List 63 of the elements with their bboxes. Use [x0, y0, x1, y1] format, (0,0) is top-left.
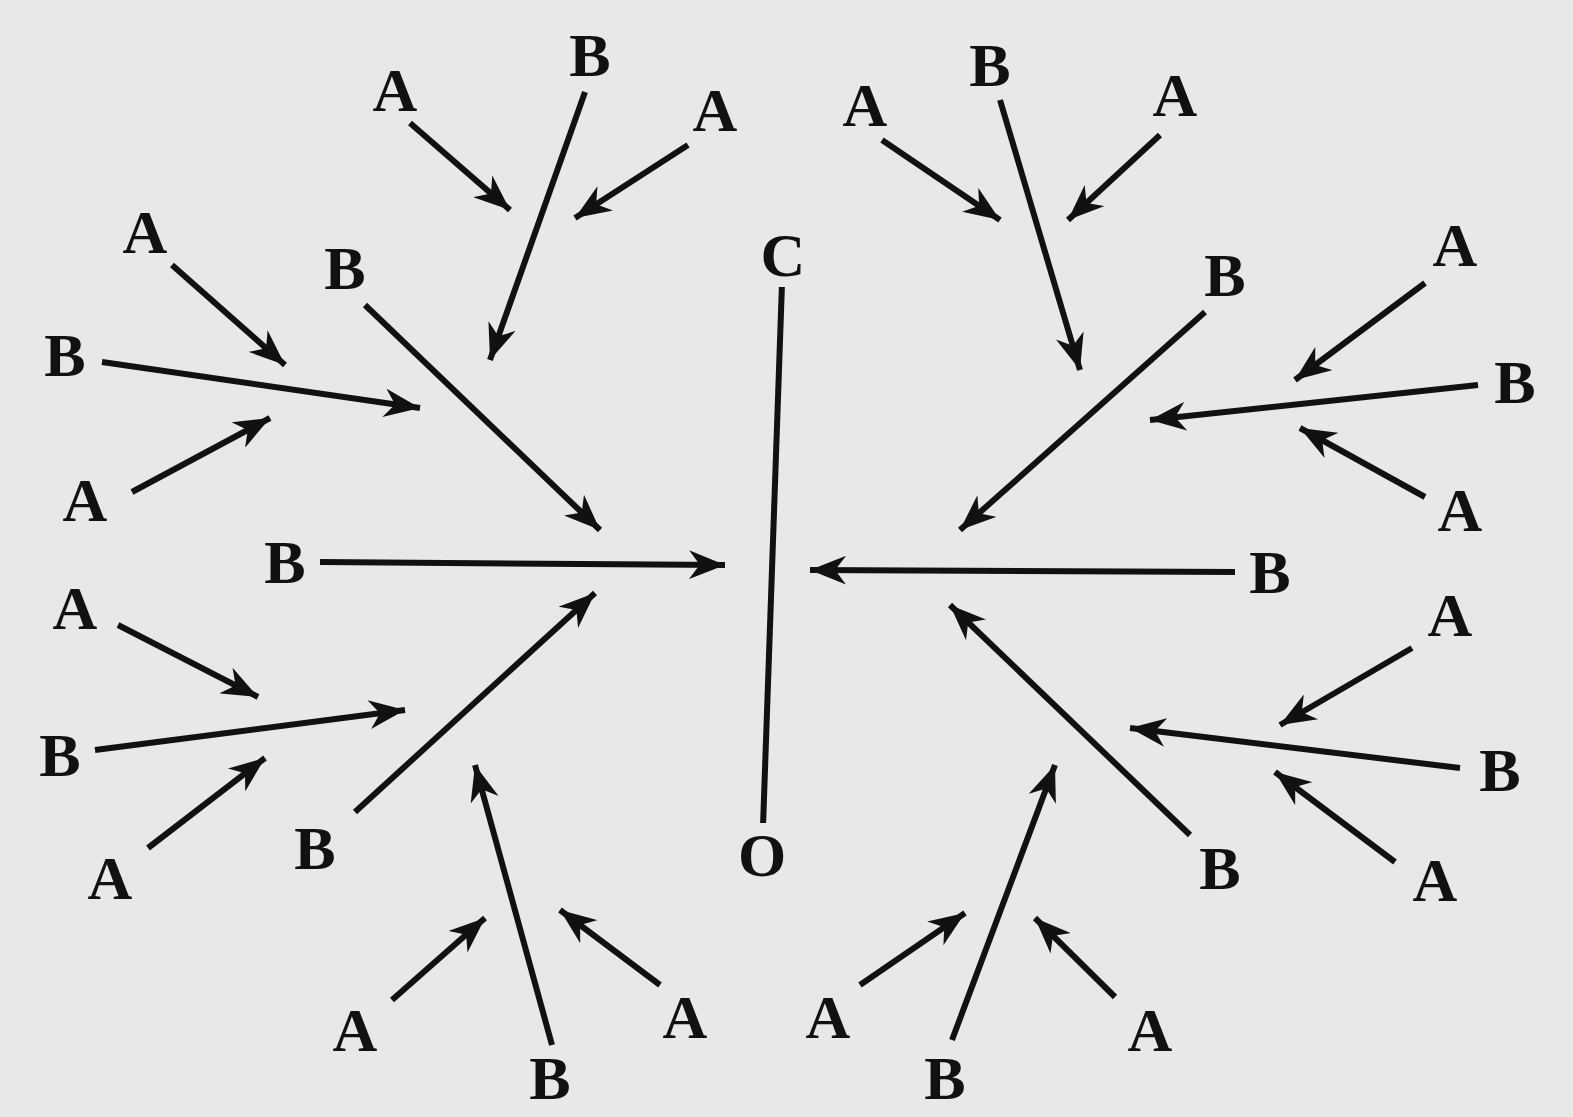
letter-label: A: [1432, 219, 1478, 271]
arrow: [390, 915, 487, 1003]
arrow: [997, 99, 1084, 371]
arrow: [319, 550, 726, 580]
letter-label: A: [1127, 1004, 1173, 1056]
letter-label: B: [44, 329, 86, 381]
letter-label: A: [1152, 69, 1198, 121]
letter-label: A: [372, 64, 418, 116]
letter-label: A: [122, 206, 168, 258]
letter-label: B: [569, 29, 611, 81]
letter-label: C: [760, 229, 806, 281]
letter-label: A: [662, 991, 708, 1043]
arrow: [947, 602, 1193, 838]
arrow: [1149, 382, 1479, 431]
arrow: [1298, 425, 1427, 500]
arrow: [880, 137, 1002, 223]
letter-label: B: [1204, 249, 1246, 301]
arrow: [949, 763, 1058, 1042]
arrow: [170, 262, 287, 368]
arrow: [130, 415, 272, 495]
letter-label: B: [264, 536, 306, 588]
letter-label: A: [1437, 484, 1483, 536]
letter-label: A: [805, 991, 851, 1043]
arrow: [1293, 280, 1427, 383]
letter-label: O: [737, 829, 787, 881]
arrow: [470, 764, 555, 1046]
letter-label: B: [324, 242, 366, 294]
letter-label: B: [39, 729, 81, 781]
letter-label: B: [294, 822, 336, 874]
letter-label: A: [842, 79, 888, 131]
arrow: [858, 910, 967, 988]
letter-label: B: [1494, 356, 1536, 408]
letter-label: B: [1249, 546, 1291, 598]
arrow: [487, 91, 588, 361]
line: [760, 286, 785, 824]
arrow: [1032, 915, 1118, 1000]
arrow: [116, 622, 260, 700]
arrow: [573, 142, 690, 221]
arrow: [1129, 718, 1461, 771]
letter-label: A: [62, 474, 108, 526]
letter-label: A: [1412, 854, 1458, 906]
arrow: [101, 359, 421, 418]
arrow: [810, 555, 1235, 585]
arrow: [1278, 645, 1414, 728]
arrow: [1065, 132, 1163, 223]
arrow: [1273, 769, 1397, 865]
letter-label: B: [969, 39, 1011, 91]
letter-label: B: [924, 1052, 966, 1104]
letter-label: A: [52, 582, 98, 634]
letter-label: B: [529, 1052, 571, 1104]
letter-label: A: [1427, 589, 1473, 641]
arrow: [558, 907, 662, 988]
arrow: [352, 590, 598, 815]
arrow: [408, 120, 512, 213]
letter-label: A: [87, 852, 133, 904]
letter-label: A: [332, 1004, 378, 1056]
arrow: [958, 309, 1207, 533]
letter-label: A: [692, 84, 738, 136]
arrow: [94, 700, 406, 753]
arrow: [146, 755, 267, 851]
letter-label: B: [1479, 744, 1521, 796]
letter-label: B: [1199, 842, 1241, 894]
arrow: [362, 302, 603, 533]
